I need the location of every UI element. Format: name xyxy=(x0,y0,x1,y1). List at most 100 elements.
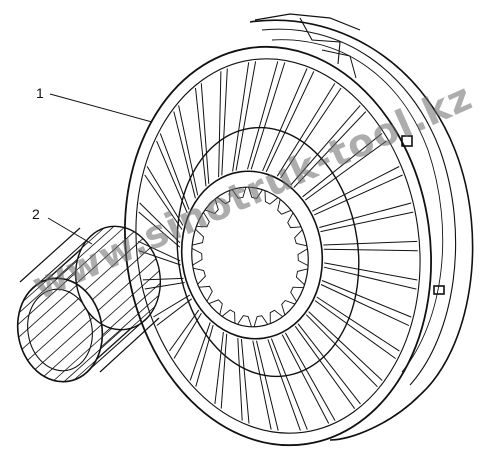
vane-edge xyxy=(319,202,412,228)
vane-edge xyxy=(267,339,301,431)
sleeve-spline xyxy=(75,231,135,284)
vane-edge xyxy=(312,166,400,212)
sleeve-spline xyxy=(96,306,156,359)
vane-edge xyxy=(173,111,196,199)
hub-tooth xyxy=(269,309,283,324)
hub-tooth xyxy=(191,228,205,246)
vane-edge xyxy=(144,174,183,230)
vane-edge xyxy=(323,266,417,290)
sleeve-spline xyxy=(97,258,157,311)
hub-tooth xyxy=(208,299,223,315)
hub-tooth xyxy=(196,212,210,228)
vane-edge xyxy=(293,111,367,188)
vane-edge xyxy=(195,324,214,387)
vane-edge xyxy=(240,339,250,424)
vane-edge xyxy=(324,262,418,281)
sleeve-spline xyxy=(21,297,81,350)
vane-edge xyxy=(323,240,418,246)
vane-edge xyxy=(137,240,181,262)
sleeve-spline xyxy=(27,308,86,361)
vane-edge xyxy=(144,282,185,290)
vane-edge xyxy=(247,61,279,170)
vane-edge xyxy=(214,331,224,405)
sleeve-spline xyxy=(63,329,123,382)
vane-edge xyxy=(323,248,418,252)
hub-tooth xyxy=(248,187,263,199)
vane-edge xyxy=(156,298,193,326)
hub-tooth xyxy=(237,315,252,327)
callout-label-1: 1 xyxy=(36,85,44,101)
hub-tooth xyxy=(297,248,309,266)
vane-edge xyxy=(153,294,191,318)
vane-edge xyxy=(156,140,188,214)
sleeve-spline xyxy=(53,328,113,381)
hub-internal-splines xyxy=(191,187,309,327)
vane-edge xyxy=(220,333,228,409)
sleeve-spline xyxy=(73,327,133,381)
vane-edge xyxy=(139,202,181,244)
hub-tooth xyxy=(253,315,269,327)
vane-edge xyxy=(280,87,342,179)
vane-edge xyxy=(252,340,272,430)
vane-edge xyxy=(237,338,243,421)
vane-edge xyxy=(294,325,356,409)
impeller-vanes xyxy=(137,61,418,431)
sleeve-spline xyxy=(18,285,77,338)
sleeve-spline xyxy=(101,270,160,323)
hub-tooth xyxy=(231,187,247,199)
sleeve-spline xyxy=(92,247,151,300)
vane-edge xyxy=(178,105,199,196)
vane-edge xyxy=(276,83,336,177)
sleeve-spline xyxy=(55,226,115,279)
vane-edge xyxy=(305,314,378,388)
vane-edge xyxy=(290,105,361,186)
callout-label-2: 2 xyxy=(32,206,40,222)
sleeve-spline xyxy=(22,249,82,302)
sleeve-spline xyxy=(43,324,103,377)
hub-tooth xyxy=(193,267,206,285)
hub-tooth xyxy=(295,268,309,286)
vane-edge xyxy=(218,71,222,178)
vane-edge xyxy=(250,62,286,170)
sleeve-spline xyxy=(17,272,76,326)
vane-edge xyxy=(314,300,396,360)
sleeve-spline xyxy=(84,238,144,291)
sleeve-spline xyxy=(100,295,160,348)
vane-edge xyxy=(235,61,257,171)
vane-edge xyxy=(159,133,190,210)
hub-tooth xyxy=(264,190,279,205)
sleeve-spline xyxy=(102,282,161,336)
vane-edge xyxy=(169,309,200,352)
leader-lines xyxy=(47,93,153,245)
vane-edge xyxy=(265,71,315,173)
vane-edge xyxy=(256,340,279,431)
hub-tooth xyxy=(217,190,231,205)
hub xyxy=(180,170,324,340)
vane-edge xyxy=(270,338,308,430)
sleeve-external-splines xyxy=(17,226,161,382)
vane-edge xyxy=(302,133,383,198)
hub-tooth xyxy=(221,309,236,324)
vane-edge xyxy=(281,334,330,424)
watermark: www.sinotruk-tool.kz xyxy=(26,74,479,308)
vane-edge xyxy=(284,332,336,421)
vane-edge xyxy=(308,311,383,381)
sleeve-spline xyxy=(36,232,96,285)
hub-tooth xyxy=(198,285,213,302)
vane-edge xyxy=(173,312,202,359)
vane-edge xyxy=(138,250,181,266)
hub-tooth xyxy=(281,299,296,316)
vane-edge xyxy=(313,174,403,216)
hub-tooth xyxy=(287,212,302,229)
vane-edge xyxy=(200,83,210,184)
sleeve-spline xyxy=(34,317,94,370)
hub-tooth xyxy=(191,248,203,266)
housing-rear-shell xyxy=(249,13,474,441)
vane-edge xyxy=(304,140,387,201)
hub-tooth xyxy=(294,229,307,247)
vane-edge xyxy=(320,284,410,327)
vane-edge xyxy=(232,62,250,172)
hub-tooth xyxy=(277,199,292,215)
vane-edge xyxy=(297,323,361,405)
